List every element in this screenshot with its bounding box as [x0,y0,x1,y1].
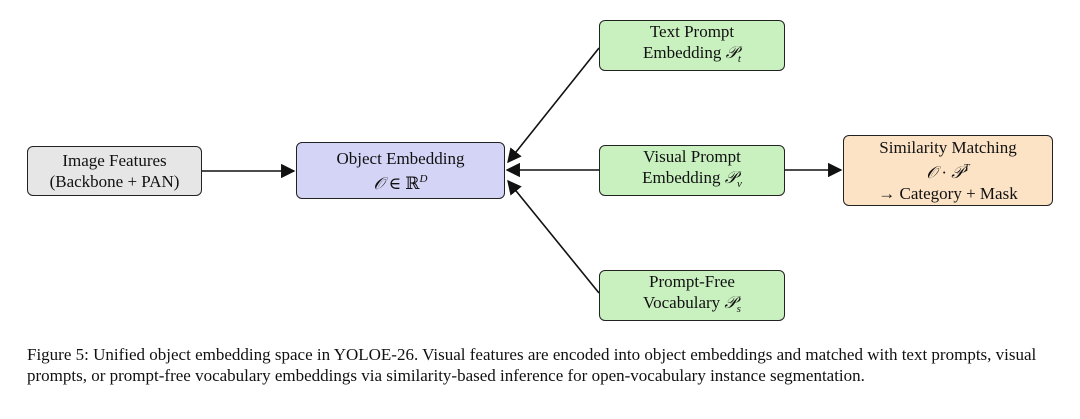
dimension-superscript: D [419,172,428,185]
similarity-prompt-symbol: 𝒫 [951,163,964,182]
text-prompt-subscript: t [737,53,741,65]
text-prompt-title: Text Prompt [649,22,735,41]
similarity-output: → Category + Mask [878,184,1018,203]
object-embedding-symbol: 𝒪 [373,173,385,193]
similarity-title: Similarity Matching [879,138,1017,157]
transpose-superscript: T [963,162,970,174]
text-prompt-node: Text Prompt Embedding 𝒫t [599,20,785,71]
visual-prompt-symbol: 𝒫 [724,168,737,187]
prompt-free-subtitle: Vocabulary 𝒫s [643,292,741,320]
image-features-subtitle: (Backbone + PAN) [49,172,180,191]
object-embedding-title: Object Embedding [336,148,465,168]
similarity-object-symbol: 𝒪 [926,163,938,182]
figure-caption: Figure 5: Unified object embedding space… [27,345,1037,385]
text-prompt-word: Embedding [643,43,722,62]
image-features-node: Image Features (Backbone + PAN) [27,146,202,196]
real-space-symbol: ℝ [405,173,420,193]
image-features-title: Image Features [62,151,167,170]
prompt-free-word: Vocabulary [643,293,721,312]
prompt-free-title: Prompt-Free [649,272,735,291]
prompt-free-symbol: 𝒫 [724,293,737,312]
arrow-prompt-free-to-object [507,179,600,294]
element-of-symbol: ∈ [388,173,402,193]
visual-prompt-subscript: v [737,178,742,190]
similarity-formula: 𝒪 · 𝒫T [926,158,969,183]
visual-prompt-subtitle: Embedding 𝒫v [642,167,742,195]
similarity-matching-node: Similarity Matching 𝒪 · 𝒫T → Category + … [843,135,1053,206]
visual-prompt-title: Visual Prompt [643,147,741,166]
object-embedding-formula: 𝒪 ∈ ℝD [374,169,428,194]
prompt-free-node: Prompt-Free Vocabulary 𝒫s [599,270,785,321]
text-prompt-symbol: 𝒫 [725,43,738,62]
object-embedding-node: Object Embedding 𝒪 ∈ ℝD [296,142,505,199]
prompt-free-subscript: s [736,303,741,315]
text-prompt-subtitle: Embedding 𝒫t [643,42,741,70]
visual-prompt-word: Embedding [642,168,721,187]
visual-prompt-node: Visual Prompt Embedding 𝒫v [599,145,785,196]
dot-operator: · [941,163,947,182]
arrow-text-prompt-to-object [507,47,600,164]
